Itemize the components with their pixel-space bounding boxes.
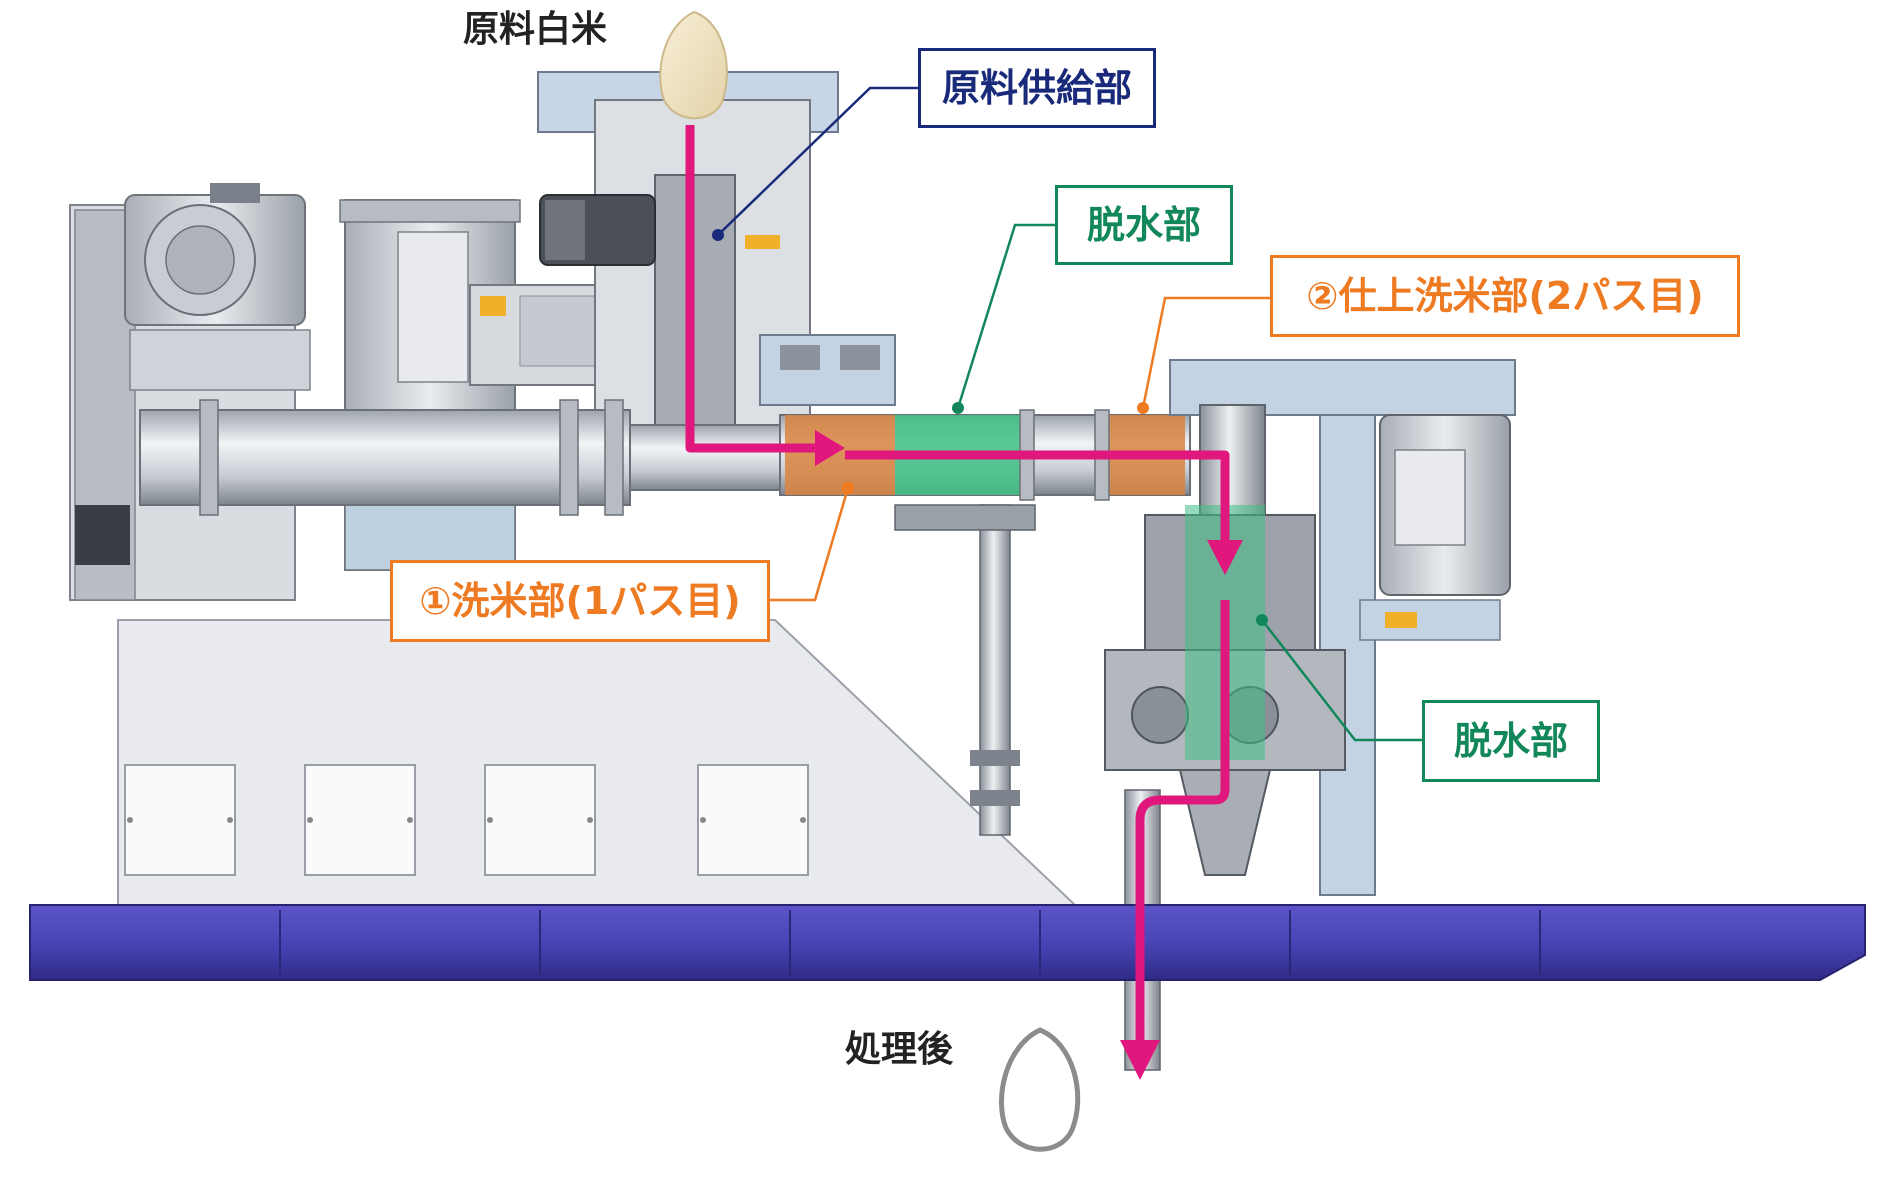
- cylinder-tank: [339, 199, 521, 571]
- finish-wash-section-label: ②仕上洗米部(2パス目): [1270, 255, 1740, 337]
- base-cabinet: [117, 619, 1078, 906]
- dewater-section-right-label: 脱水部: [1422, 700, 1600, 782]
- raw-rice-label: 原料白米: [463, 9, 608, 50]
- flow-arrow: [685, 125, 1243, 1080]
- rice-grain-icon: [659, 10, 728, 120]
- base-rail: [29, 904, 1866, 981]
- drain-pipe: [894, 504, 1036, 836]
- dewater-section-top-label: 脱水部: [1055, 185, 1233, 265]
- after-processing-label: 処理後: [845, 1029, 954, 1070]
- washed-rice-grain-icon: [998, 1027, 1081, 1152]
- blower-unit: [69, 183, 311, 601]
- feed-section-label: 原料供給部: [918, 48, 1156, 128]
- wash-section-label: ①洗米部(1パス目): [390, 560, 770, 642]
- leader-lines: [712, 86, 1422, 742]
